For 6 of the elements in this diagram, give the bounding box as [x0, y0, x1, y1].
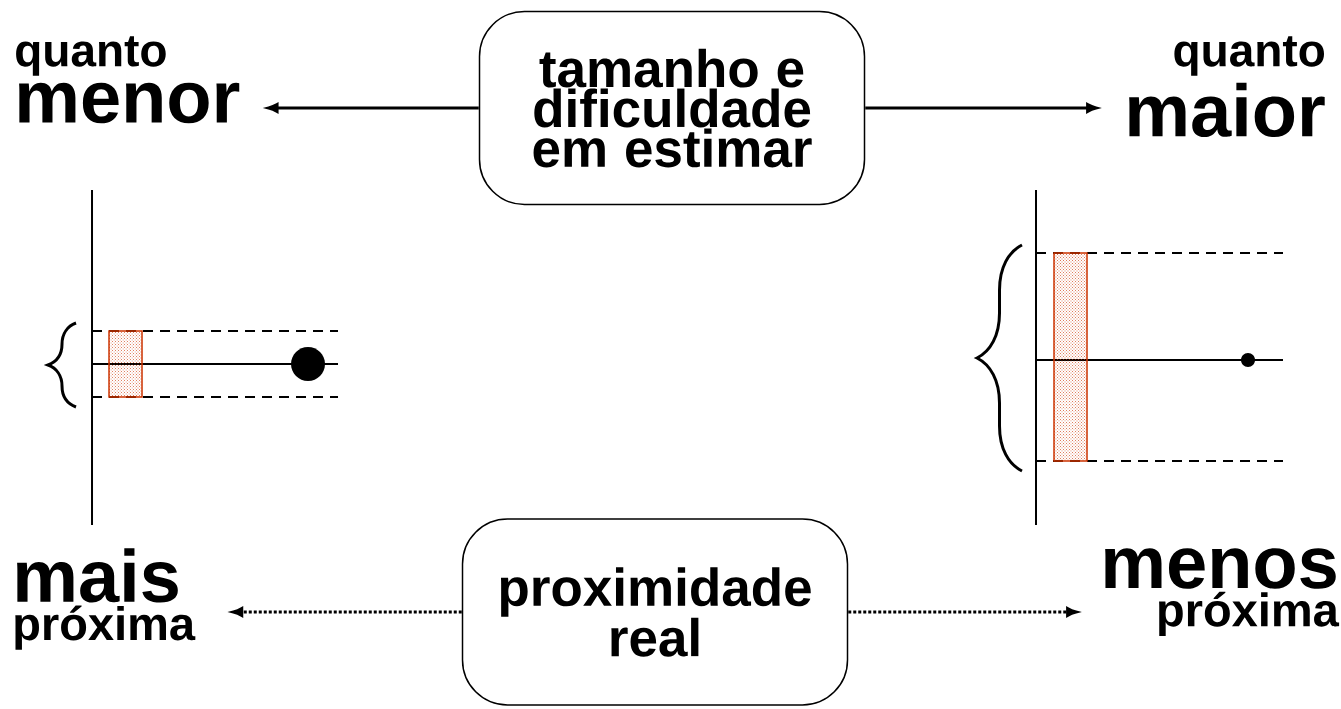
- rounded-box: proximidade real: [461, 518, 849, 706]
- label-text: mais próxima: [15, 548, 196, 650]
- label-text: quanto menor: [16, 36, 240, 124]
- label-text: quanto maior: [1129, 36, 1325, 138]
- label-text: menos próxima: [1105, 548, 1340, 636]
- rounded-box: tamanho e dificuldade em estimar: [478, 10, 866, 206]
